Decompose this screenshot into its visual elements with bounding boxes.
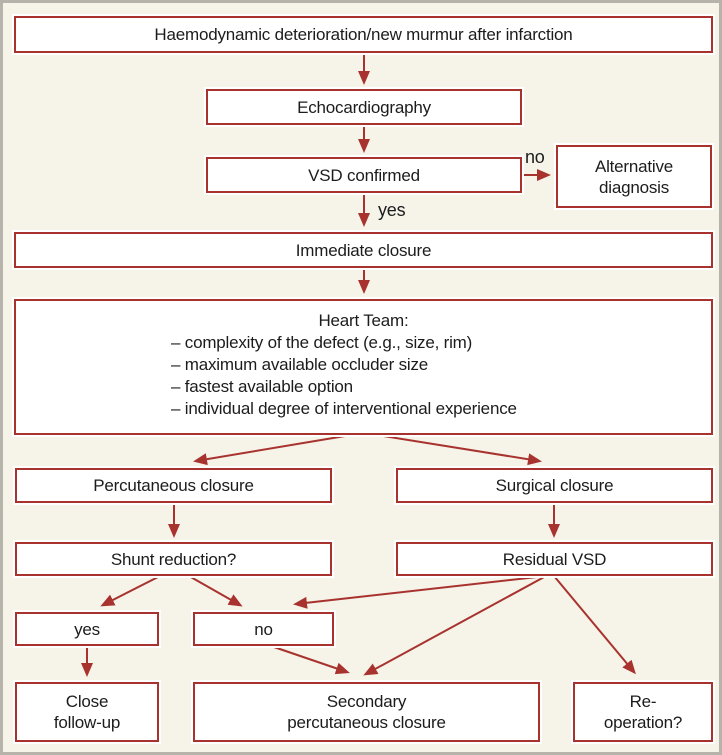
node-label-line: Secondary [326,692,407,711]
node-haemodynamic-deterioration: Haemodynamic deterioration/new murmur af… [14,16,713,53]
node-label-line: diagnosis [598,177,670,197]
node-label: Residual VSD [502,549,607,569]
edge-label-yes: yes [378,200,406,220]
node-label: Percutaneous closure [93,476,254,495]
node-label: Shunt reduction? [110,549,237,569]
node-immediate-closure: Immediate closure [14,232,713,268]
edge-label-no: no [525,147,545,167]
node-surgical-closure: Surgical closure [396,468,713,503]
arrow-heartteam-to-percutaneous [193,434,352,466]
node-re-operation: Re- operation? [573,682,713,742]
node-vsd-confirmed: VSD confirmed [206,157,522,193]
node-label: Echocardiography [297,97,431,117]
node-label-line: follow-up [53,713,121,732]
node-label-line: percutaneous closure [287,713,446,732]
node-no: no [193,612,334,646]
node-label: Haemodynamic deterioration/new murmur af… [154,25,573,44]
node-yes: yes [15,612,159,646]
node-label: no [254,619,273,639]
heart-team-item: – fastest available option [171,377,353,396]
arrow-residual-to-reoperation [553,575,636,675]
node-residual-vsd: Residual VSD [396,542,713,576]
node-echocardiography: Echocardiography [206,89,522,125]
arrow-shunt-to-no [188,575,243,607]
arrow-no-to-secondary [270,645,350,675]
node-shunt-reduction: Shunt reduction? [15,542,332,576]
node-label-line: Close [65,692,109,711]
node-close-follow-up: Close follow-up [15,682,159,742]
node-alternative-diagnosis: Alternative diagnosis [556,145,712,208]
node-label: yes [74,619,100,639]
node-label: Surgical closure [495,476,614,495]
node-label-line: operation? [603,713,683,732]
node-label-line: Alternative [594,156,674,176]
arrow-residual-to-no [293,575,547,609]
arrow-heartteam-to-surgical [376,434,542,466]
node-heart-team: Heart Team: – complexity of the defect (… [14,299,713,435]
node-label: Immediate closure [295,240,432,260]
heart-team-item: – individual degree of interventional ex… [171,399,517,418]
node-percutaneous-closure: Percutaneous closure [15,468,332,503]
node-label: VSD confirmed [308,165,420,185]
arrow-residual-to-secondary [363,575,547,676]
heart-team-title: Heart Team: [318,311,409,330]
node-secondary-percutaneous-closure: Secondary percutaneous closure [193,682,540,742]
heart-team-item: – maximum available occluder size [171,355,429,374]
heart-team-item: – complexity of the defect (e.g., size, … [171,333,473,352]
node-label-line: Re- [629,692,657,711]
arrow-shunt-to-yes [100,575,161,607]
